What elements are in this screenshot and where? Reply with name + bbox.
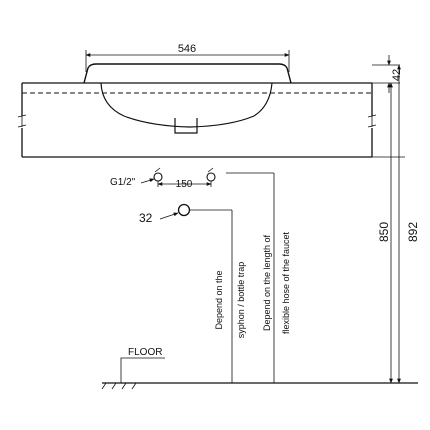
countertop [17,82,377,158]
floor-hatching [101,382,137,390]
thickness-dimension: 42 [372,55,403,93]
hose-note-line2: flexible hose of the faucet [281,231,291,334]
siphon-note-line2: syphon / bottle trap [236,262,246,339]
right-break-mark [367,114,377,128]
total-height-label: 892 [406,222,420,242]
countertop-height-label: 850 [377,222,391,242]
basin-width-label: 546 [178,43,196,55]
drain-outlet [174,118,198,134]
basin [83,63,292,134]
drain-diameter-label: 32 [139,211,153,225]
angle-valves: 150 G1/2" [110,167,216,190]
drain-connection: 32 [139,203,233,383]
valve-spacing-label: 150 [176,179,193,190]
siphon-note-line1: Depend on the [214,270,224,329]
hose-reference [226,172,275,383]
floor-label: FLOOR [128,347,162,358]
floor: FLOOR [101,347,418,390]
basin-width-dimension: 546 [85,43,290,72]
hose-note-line1: Depend on the length of [262,234,272,331]
thickness-label: 42 [391,69,403,81]
left-break-mark [17,114,27,128]
height-dimensions: 850 892 [372,64,420,384]
valve-thread-label: G1/2" [110,177,136,188]
